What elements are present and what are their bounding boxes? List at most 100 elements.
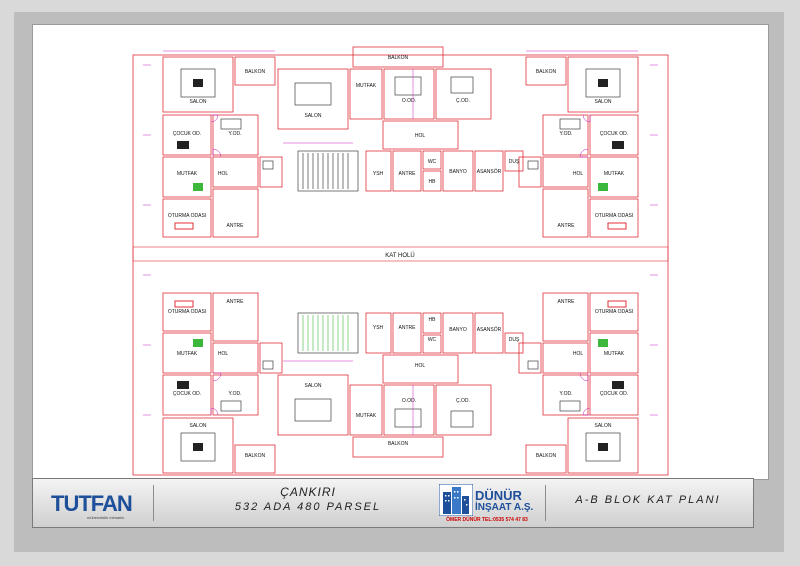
project-parcel: 532 ADA 480 PARSEL [234,501,382,513]
core-bottom-asansor-wall [474,312,504,354]
unit-bottom-right-balkon-wall [525,444,567,474]
unit-top-right-label-salon: SALON [595,99,612,105]
unit-bottom-right-wet-wall [518,342,542,374]
core-top-label-yatak: Ç.OD. [456,98,470,104]
unit-top-right-yod-wall [542,114,589,156]
unit-bottom-right-label-balkon: BALKON [536,453,557,459]
unit-bottom-right-door-2 [582,407,591,416]
core-bottom-label-dus: DUŞ [509,337,520,343]
dunur-logo: DÜNÜR İNŞAAT A.Ş. ÖMER DÜNÜR TEL:0535 57… [437,482,537,524]
core-top-stair-core [297,150,359,192]
unit-top-left-label-mutfak: MUTFAK [177,171,198,177]
unit-bottom-left-label-balkon: BALKON [245,453,266,459]
unit-bottom-left-label-cocuk: ÇOCUK OD. [173,391,201,397]
unit-top-right-salon-wall [567,56,639,113]
divider [153,485,154,521]
unit-bottom-right-mutfak-wall [589,332,639,374]
unit-top-left-cocuk-wall [162,114,212,156]
unit-top-left-coffee-table [193,79,203,87]
core-top-hb-wall [422,170,442,192]
unit-bottom-right-label-yod: Y.OD. [560,391,573,397]
core-top-label-asansor: ASANSÖR [477,168,502,175]
unit-top-right-label-mutfak: MUTFAK [604,171,625,177]
core-bottom-dus-wall [504,332,524,354]
unit-top-right-counter [598,183,608,191]
unit-top-right-label-cocuk: ÇOCUK OD. [600,131,628,137]
core-bottom-label-balkon: BALKON [388,441,409,447]
unit-top-left-mutfak-wall [162,156,212,198]
unit-top-right-coffee-table [598,79,608,87]
brand-subtitle: İNŞAAT A.Ş. [475,502,534,513]
unit-bottom-right-cocuk-wall [589,374,639,416]
unit-bottom-right-oturma-wall [589,292,639,332]
unit-bottom-left-yod-wall [212,374,259,416]
unit-bottom-left-counter [193,339,203,347]
core-top-label-balkon: BALKON [388,55,409,61]
unit-top-left-label-balkon: BALKON [245,69,266,75]
core-top-asansor-wall [474,150,504,192]
core-top-salon-wall [277,68,349,130]
unit-top-right-oturma-wall [589,198,639,238]
core-top-hol-wall [382,120,459,150]
unit-bottom-right-label-cocuk: ÇOCUK OD. [600,391,628,397]
unit-top-left-counter [193,183,203,191]
unit-top-left-label-cocuk: ÇOCUK OD. [173,131,201,137]
unit-top-right-wc-fixture [527,160,539,170]
unit-bottom-left-wet-wall [259,342,283,374]
unit-top-right-door-2 [582,114,591,123]
core-bottom-label-wc: WC [428,337,437,343]
core-bottom-sofa-set [294,398,332,422]
floor-plan-area: KAT HOLÜ SALON BALKON ÇOCUK OD. Y.OD. HOL MUTF… [32,24,769,480]
unit-top-left-label-hol: HOL [218,171,229,177]
unit-bottom-right-label-salon: SALON [595,423,612,429]
core-bottom-balkon-wall [352,436,444,458]
core-bottom-label-yatak: Ç.OD. [456,398,470,404]
sheet-title: A-B BLOK KAT PLANI [575,494,721,506]
unit-top-right-balkon-wall [525,56,567,86]
core-bottom-stair-core [297,312,359,354]
unit-top-left-bed [220,118,242,130]
unit-bottom-left-door-1 [212,372,222,382]
core-top-bed-2 [450,76,474,94]
unit-bottom-left-label-salon: SALON [190,423,207,429]
core-top-label-dus: DUŞ [509,159,520,165]
unit-bottom-left-label-yod: Y.OD. [229,391,242,397]
core-top-yatak-wall [435,68,492,120]
floor-plan: KAT HOLÜ SALON BALKON ÇOCUK OD. Y.OD. HOL MUTF… [132,46,669,479]
core-bottom-label-asansor: ASANSÖR [477,326,502,333]
divider [545,485,546,521]
unit-top-left-sofa-set [180,68,216,98]
unit-bottom-right-bed [559,400,581,412]
core-bottom-label-antre: ANTRE [399,325,417,331]
brand-contact: ÖMER DÜNÜR TEL:0535 574 47 83 [446,517,528,523]
unit-top-right-label-oturma: OTURMA ODASI [595,213,633,219]
unit-bottom-left-coffee-table [193,443,203,451]
core-top-label-salon: SALON [305,113,322,119]
core-bottom-label-mutfak: MUTFAK [356,413,377,419]
core-top-wc-wall [422,150,442,170]
unit-top-left-label-yod: Y.OD. [229,131,242,137]
core-bottom-banyo-wall [442,312,474,354]
unit-top-left-wet-wall [259,156,283,188]
brand-name: DÜNÜR [475,488,522,503]
core-bottom-mutfak-wall [349,384,383,436]
unit-bottom-left-tv-unit [174,300,194,308]
unit-bottom-right-coffee-table [598,443,608,451]
core-top-ysh-wall [365,150,392,192]
unit-bottom-left-label-mutfak: MUTFAK [177,351,198,357]
core-top-label-ysh: YSH [373,171,384,177]
core-bottom-label-banyo: BANYO [449,327,467,333]
unit-bottom-left-label-hol: HOL [218,351,229,357]
unit-top-left-label-salon: SALON [190,99,207,105]
unit-bottom-right-salon-wall [567,417,639,474]
building-outline [132,54,669,476]
corridor-label: KAT HOLÜ [385,252,414,259]
unit-bottom-left-door-2 [210,407,219,416]
unit-bottom-left-sofa-set [180,432,216,462]
unit-top-left-label-antre: ANTRE [227,223,245,229]
core-top-dus-wall [504,150,524,172]
unit-top-left-oturma-wall [162,198,212,238]
core-top-label-ebeveyn: O.OD. [402,98,416,104]
unit-top-left-label-oturma: OTURMA ODASI [168,213,206,219]
core-top-label-mutfak: MUTFAK [356,83,377,89]
